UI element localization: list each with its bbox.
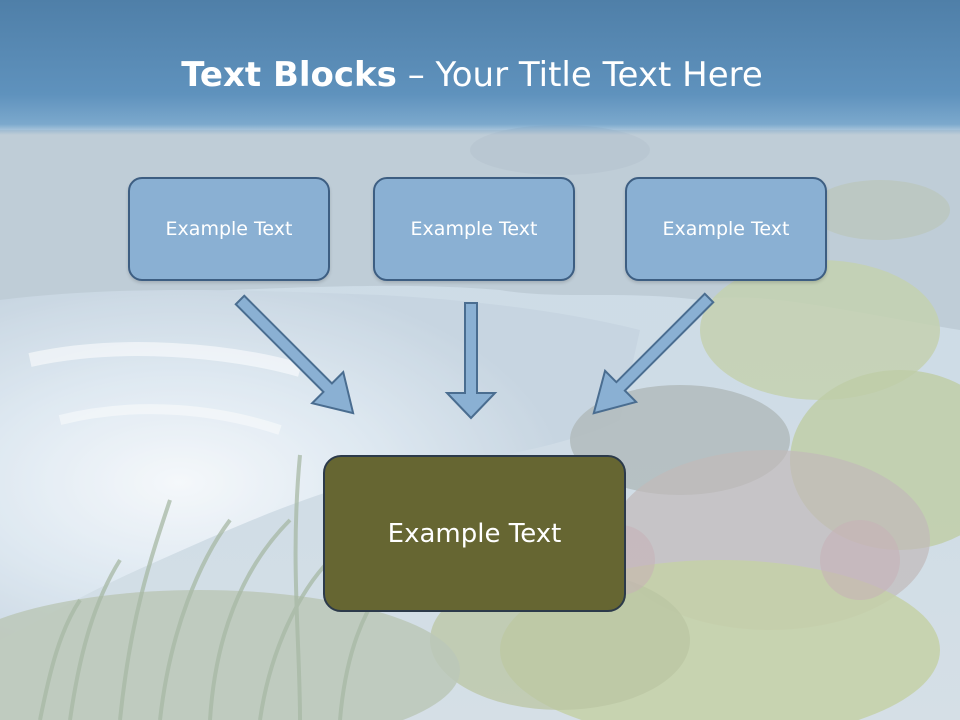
text-block-left-label: Example Text	[165, 218, 293, 240]
slide-title[interactable]: Text Blocks – Your Title Text Here	[0, 55, 944, 95]
text-block-right-label: Example Text	[662, 218, 790, 240]
text-block-center[interactable]: Example Text	[373, 177, 575, 281]
text-block-left[interactable]: Example Text	[128, 177, 330, 281]
text-block-center-label: Example Text	[410, 218, 538, 240]
text-block-right[interactable]: Example Text	[625, 177, 827, 281]
title-rest-part: – Your Title Text Here	[396, 55, 763, 95]
target-text-block-label: Example Text	[387, 518, 562, 549]
target-text-block[interactable]: Example Text	[323, 455, 626, 612]
arrow-right-diagonal[interactable]	[578, 282, 724, 428]
arrow-left-diagonal[interactable]	[224, 284, 368, 428]
arrow-center-down[interactable]	[444, 302, 498, 420]
title-band	[0, 0, 960, 135]
title-bold-part: Text Blocks	[181, 55, 397, 95]
